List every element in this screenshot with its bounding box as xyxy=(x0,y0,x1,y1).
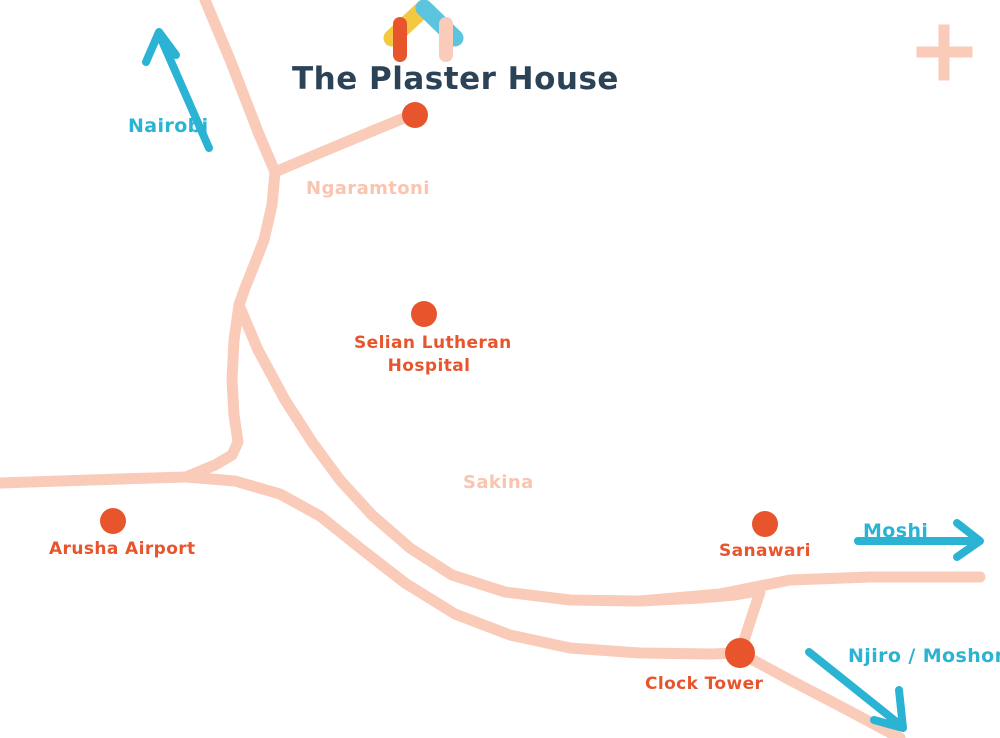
poi-label-arusha-airport: Arusha Airport xyxy=(49,539,196,559)
poi-label-selian-hospital: Selian Lutheran Hospital xyxy=(354,332,512,378)
marker-selian-hospital[interactable] xyxy=(411,301,437,327)
road-junction-south xyxy=(233,166,281,311)
poi-label-selian-hospital-line1: Selian Lutheran xyxy=(354,333,512,353)
nairobi-arrow-head-icon xyxy=(142,28,180,66)
road-nairobi-trunk xyxy=(199,0,281,178)
marker-plaster-house[interactable] xyxy=(402,102,428,128)
page-title: The Plaster House xyxy=(292,61,619,97)
poi-label-sanawari: Sanawari xyxy=(719,541,811,561)
njiro-arrow-head-icon xyxy=(870,686,907,732)
moshi-arrow-head-icon xyxy=(953,519,984,561)
direction-label-njiro-moshono: Njiro / Moshono xyxy=(848,645,1000,667)
plus-marker-icon xyxy=(916,24,973,81)
poi-label-clock-tower: Clock Tower xyxy=(645,674,764,694)
direction-label-nairobi: Nairobi xyxy=(128,115,209,137)
nairobi-arrow-icon xyxy=(155,30,213,152)
town-label-sakina: Sakina xyxy=(463,472,534,493)
road-upper-east xyxy=(634,571,986,607)
marker-clock-tower[interactable] xyxy=(725,638,755,668)
direction-arrows xyxy=(142,28,984,732)
road-moshi-highway xyxy=(0,471,192,489)
poi-label-selian-hospital-line2: Hospital xyxy=(387,355,471,376)
njiro-arrow-icon xyxy=(805,648,903,728)
marker-sanawari[interactable] xyxy=(752,511,778,537)
road-njiro-spur xyxy=(734,647,906,738)
road-west-branch xyxy=(180,299,245,483)
location-markers xyxy=(100,102,778,668)
road-sanawari-highway xyxy=(180,471,746,660)
plaster-house-logo-icon xyxy=(383,0,464,62)
direction-label-moshi: Moshi xyxy=(863,520,929,542)
road-to-plaster-house xyxy=(269,110,415,178)
town-label-ngaramtoni: Ngaramtoni xyxy=(306,178,430,199)
marker-arusha-airport[interactable] xyxy=(100,508,126,534)
